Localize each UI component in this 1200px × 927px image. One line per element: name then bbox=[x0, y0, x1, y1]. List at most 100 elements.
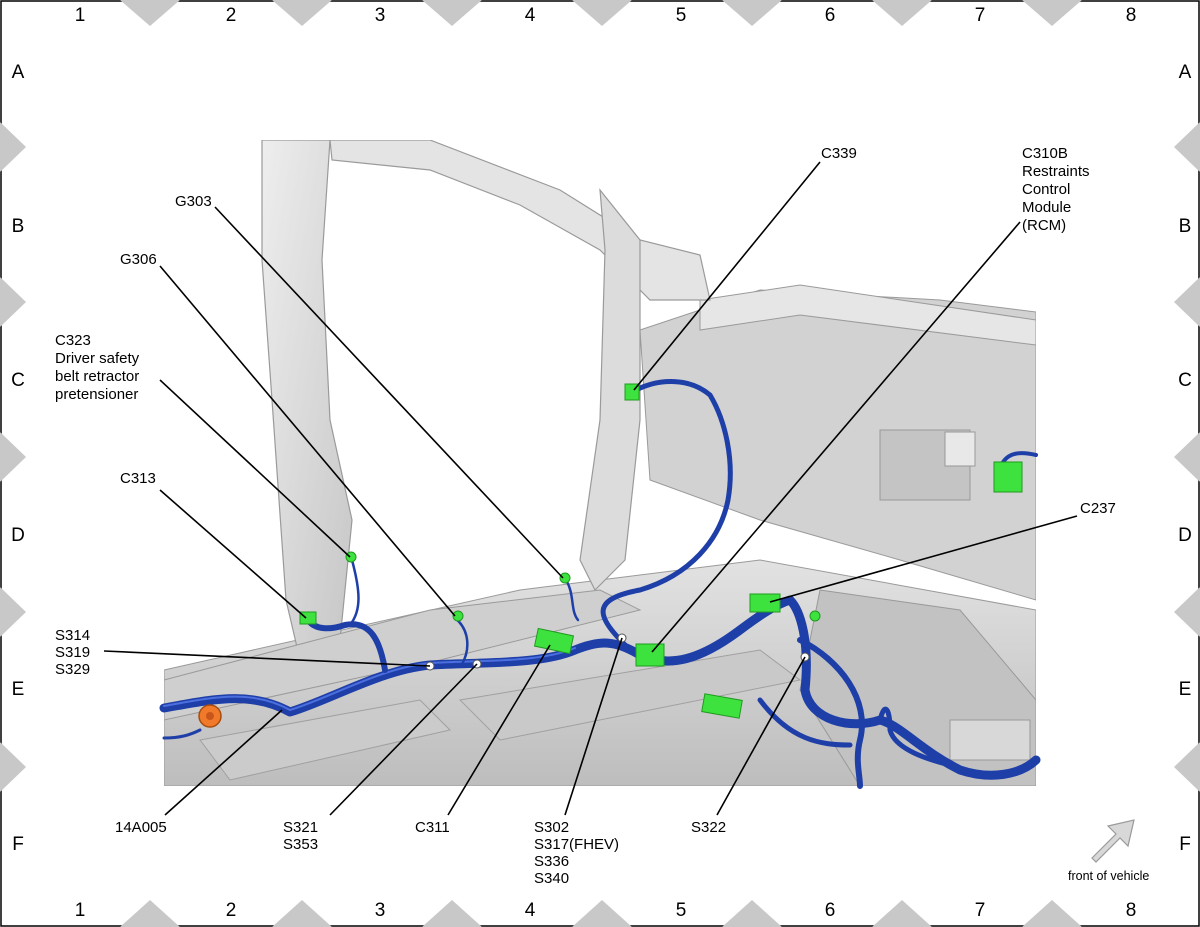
grid-col-8: 8 bbox=[1126, 5, 1137, 26]
leader-lines bbox=[103, 161, 1078, 816]
label-s314-line3: S329 bbox=[55, 661, 90, 678]
connector-c323-shape bbox=[345, 551, 357, 563]
label-s314-line2: S319 bbox=[55, 644, 90, 661]
label-c311: C311 bbox=[415, 819, 450, 836]
grid-col-8-bottom: 8 bbox=[1126, 900, 1137, 921]
harness-branch-right-loop bbox=[877, 706, 953, 768]
connector-c237-shape bbox=[749, 593, 781, 613]
leader-c310b bbox=[651, 221, 1021, 653]
wiring-harness bbox=[159, 379, 1041, 789]
connector-g306-shape bbox=[452, 610, 464, 622]
front-of-vehicle-indicator: front of vehicle bbox=[1068, 819, 1149, 883]
label-c323-line2: Driver safety bbox=[55, 350, 140, 367]
front-arrow-icon bbox=[1091, 819, 1135, 863]
label-c323-line3: belt retractor bbox=[55, 368, 139, 385]
grid-col-7: 7 bbox=[975, 5, 986, 26]
grid-col-6: 6 bbox=[825, 5, 836, 26]
label-c310b-line5: (RCM) bbox=[1022, 217, 1066, 234]
grid-column-labels-top: 1 2 3 4 5 6 7 8 bbox=[75, 5, 1137, 26]
grid-row-e-right: E bbox=[1179, 679, 1192, 700]
label-s322: S322 bbox=[691, 819, 726, 836]
label-s314-line1: S314 bbox=[55, 627, 90, 644]
connector-c237-aux-shape bbox=[809, 610, 821, 622]
connector-c313-shape bbox=[299, 611, 317, 625]
grid-col-5: 5 bbox=[676, 5, 687, 26]
connector-c310b-shape bbox=[635, 643, 665, 667]
grid-row-c-right: C bbox=[1178, 370, 1192, 391]
grid-row-c: C bbox=[11, 370, 25, 391]
harness-branch-g303 bbox=[564, 578, 580, 622]
grommet-hole-shape bbox=[206, 712, 214, 720]
leader-c237 bbox=[769, 515, 1078, 603]
leader-c339 bbox=[633, 161, 821, 391]
grid-col-1-bottom: 1 bbox=[75, 900, 86, 921]
leader-14a005 bbox=[164, 709, 283, 816]
harness-branch-left-lower bbox=[162, 728, 202, 740]
label-c323-line4: pretensioner bbox=[55, 386, 138, 403]
grid-row-labels-left: A B C D E F bbox=[11, 62, 25, 855]
label-c310b-line3: Control bbox=[1022, 181, 1070, 198]
grid-row-a: A bbox=[12, 62, 25, 83]
leader-c313 bbox=[159, 489, 307, 619]
callout-labels: C339 C310B Restraints Control Module (RC… bbox=[55, 145, 1116, 887]
label-c323-line1: C323 bbox=[55, 332, 91, 349]
grid-row-labels-right: A B C D E F bbox=[1178, 62, 1192, 855]
grid-col-2: 2 bbox=[226, 5, 237, 26]
grid-col-4: 4 bbox=[525, 5, 536, 26]
label-s302-line1: S302 bbox=[534, 819, 569, 836]
label-c237: C237 bbox=[1080, 500, 1116, 517]
grid-col-6-bottom: 6 bbox=[825, 900, 836, 921]
harness-branch-c339 bbox=[600, 379, 733, 653]
label-c339: C339 bbox=[821, 145, 857, 162]
label-g306: G306 bbox=[120, 251, 157, 268]
label-14a005: 14A005 bbox=[115, 819, 167, 836]
grid-col-5-bottom: 5 bbox=[676, 900, 687, 921]
connector-lower-shape bbox=[701, 693, 743, 719]
grid-column-labels-bottom: 1 2 3 4 5 6 7 8 bbox=[75, 900, 1137, 921]
label-c310b-line4: Module bbox=[1022, 199, 1071, 216]
harness-branch-lower bbox=[757, 697, 853, 748]
label-c310b-line2: Restraints bbox=[1022, 163, 1090, 180]
connectors bbox=[198, 383, 1023, 728]
label-g303: G303 bbox=[175, 193, 212, 210]
label-s302-line3: S336 bbox=[534, 853, 569, 870]
leader-c311 bbox=[447, 644, 551, 816]
connector-g303-shape bbox=[559, 572, 571, 584]
connector-far-right-shape bbox=[993, 461, 1023, 493]
harness-branch-right-down bbox=[797, 637, 865, 789]
grid-row-b-right: B bbox=[1179, 216, 1192, 237]
leader-c323 bbox=[159, 379, 351, 558]
leader-s302 bbox=[564, 637, 623, 816]
label-s302-line4: S340 bbox=[534, 870, 569, 887]
grid-row-e: E bbox=[12, 679, 25, 700]
leader-s321 bbox=[329, 663, 478, 816]
harness-branch-c313 bbox=[305, 617, 388, 673]
harness-branch-c323 bbox=[348, 558, 360, 627]
vehicle-body bbox=[164, 140, 1036, 786]
grid-row-d: D bbox=[11, 525, 25, 546]
leader-g306 bbox=[159, 265, 456, 617]
label-c310b-line1: C310B bbox=[1022, 145, 1068, 162]
label-s302-line2: S317(FHEV) bbox=[534, 836, 619, 853]
grid-row-a-right: A bbox=[1179, 62, 1192, 83]
label-c313: C313 bbox=[120, 470, 156, 487]
grid-col-2-bottom: 2 bbox=[226, 900, 237, 921]
leader-s314 bbox=[103, 650, 431, 667]
grid-col-3: 3 bbox=[375, 5, 386, 26]
grid-row-f: F bbox=[12, 834, 24, 855]
front-of-vehicle-label: front of vehicle bbox=[1068, 869, 1149, 883]
leader-s322 bbox=[716, 656, 806, 816]
harness-main-highlight bbox=[163, 647, 576, 712]
grid-col-3-bottom: 3 bbox=[375, 900, 386, 921]
grid-row-f-right: F bbox=[1179, 834, 1191, 855]
connector-c311-shape bbox=[533, 627, 575, 655]
grid-col-1: 1 bbox=[75, 5, 86, 26]
grid-col-4-bottom: 4 bbox=[525, 900, 536, 921]
grid-col-7-bottom: 7 bbox=[975, 900, 986, 921]
label-s321-line2: S353 bbox=[283, 836, 318, 853]
grid-row-d-right: D bbox=[1178, 525, 1192, 546]
label-s321-line1: S321 bbox=[283, 819, 318, 836]
leader-g303 bbox=[214, 206, 564, 579]
